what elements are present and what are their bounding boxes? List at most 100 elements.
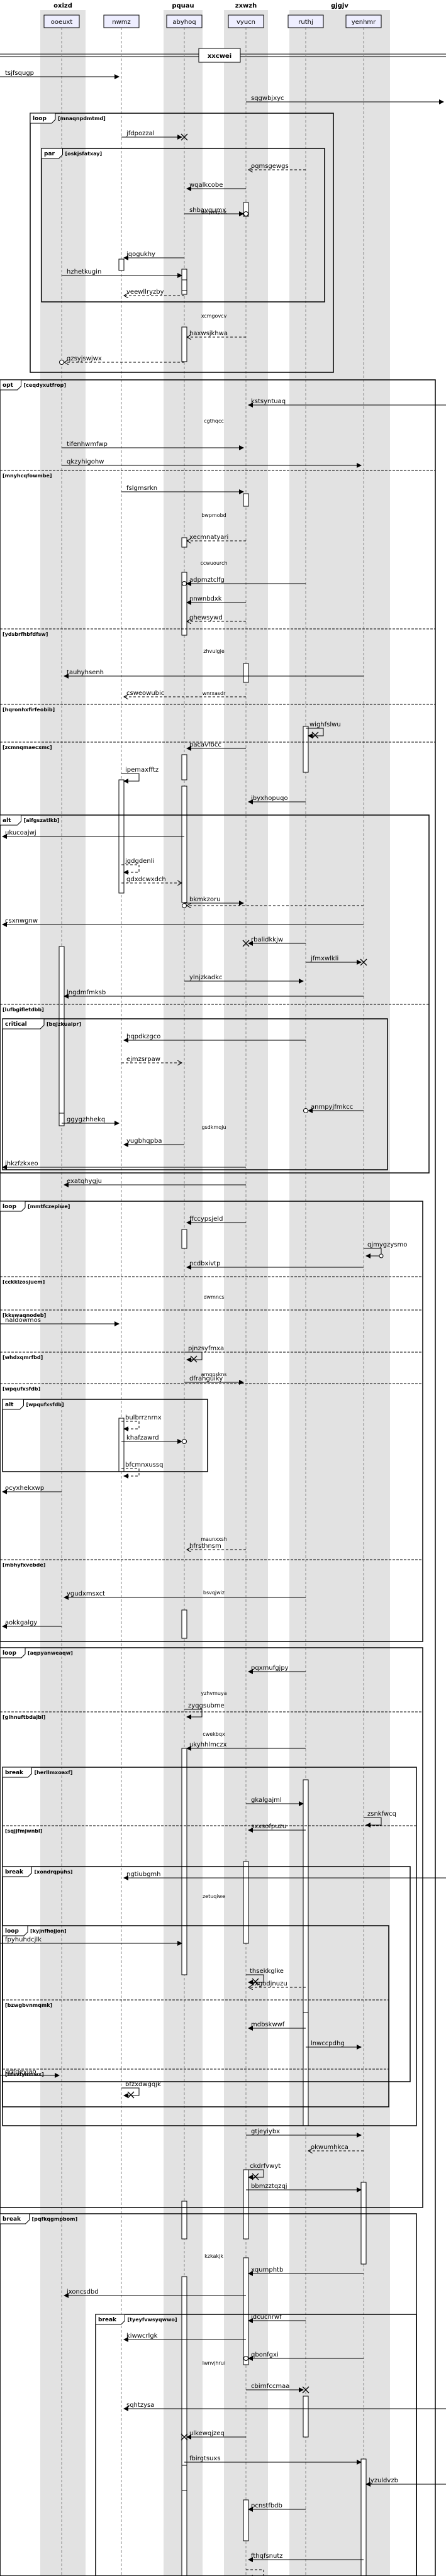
fragment-keyword: break xyxy=(5,1869,24,1875)
title-box xyxy=(198,48,241,63)
message-label: lyzuldvzb xyxy=(369,2477,398,2484)
destroy-mark xyxy=(302,2386,309,2394)
activation-bar xyxy=(243,663,249,683)
message-label: lngdmfmksb xyxy=(67,989,106,996)
fragment-condition: [hfsvfymnwx] xyxy=(5,2072,44,2077)
message-label: qkzyhigohw xyxy=(67,458,104,465)
message-label: pacavfbcc xyxy=(189,741,221,748)
fragment-tab xyxy=(41,148,63,159)
message-label: qjmygzysmo xyxy=(367,1241,407,1248)
fragment-keyword: break xyxy=(3,2216,21,2223)
message-arrow xyxy=(364,1817,382,1828)
delay-label: cwekbqx xyxy=(203,1731,225,1737)
fragment-tab xyxy=(2,1767,32,1778)
fragment-condition: [whdxqmrfbd] xyxy=(3,1355,43,1360)
activation-bar xyxy=(181,2465,187,2491)
message-label: gkalgajml xyxy=(251,1797,282,1804)
fragment-keyword: loop xyxy=(5,1928,19,1935)
participant-box xyxy=(228,14,264,28)
fragment-tab xyxy=(30,113,56,124)
delay-label: wtqwapuk xyxy=(201,209,227,215)
activation-bar xyxy=(59,946,65,1126)
message-arrow xyxy=(121,773,140,784)
fragment-frame xyxy=(0,1201,423,1642)
found-mark xyxy=(243,2356,248,2361)
fragment-tab xyxy=(2,1018,45,1030)
message-label: ipemaxfftz xyxy=(125,767,159,774)
delay-label: xcmgovcv xyxy=(201,313,227,319)
fragment-condition: [sqjjfmjwnbl] xyxy=(5,1828,42,1834)
message-label: ukyhhlmczx xyxy=(189,1741,227,1748)
fragment-condition: [kyjnfhojjon] xyxy=(30,1928,67,1934)
message-label: vgudxmsxct xyxy=(67,1591,105,1597)
message-label: okwumhkca xyxy=(311,2144,348,2151)
delay-label: yzhvmuya xyxy=(201,1690,226,1696)
message-label: ocyxhekxwp xyxy=(5,1485,44,1492)
fragment-keyword: critical xyxy=(5,1021,27,1028)
message-label: haxwsjkhwa xyxy=(189,330,228,337)
activation-bar xyxy=(243,2499,249,2541)
delay-label: maunxxsh xyxy=(201,1536,227,1542)
destroy-mark xyxy=(252,1978,259,1985)
message-label: ejmzsrpaw xyxy=(126,1056,160,1063)
fragment-keyword: opt xyxy=(3,382,14,389)
message-label: fthqfsnutz xyxy=(251,2553,283,2560)
activation-bar xyxy=(181,326,187,362)
fragment-condition: [herllmxoaxf] xyxy=(35,1770,73,1775)
message-label: exatqhygju xyxy=(67,1178,102,1185)
activation-bar xyxy=(59,1113,65,1126)
found-mark xyxy=(243,211,248,216)
message-label: bfcmnxussq xyxy=(125,1462,163,1468)
delay-label: lwnvjhrui xyxy=(203,2360,225,2366)
message-label: xqumphtb xyxy=(251,2267,283,2273)
fragment-keyword: par xyxy=(44,151,55,157)
fragment-condition: [gihnuftbdajbl] xyxy=(3,1714,45,1720)
message-label: qzsyjswjwx xyxy=(67,355,102,362)
message-label: wqalkcobe xyxy=(189,182,223,189)
message-label: tauhyhsenh xyxy=(67,669,104,676)
destroy-mark xyxy=(181,133,188,141)
message-label: cbirnfccmaa xyxy=(251,2383,289,2390)
group-band xyxy=(289,10,390,2576)
group-label: zxwzh xyxy=(235,3,257,9)
title-text: xxcwei xyxy=(208,53,231,60)
message-label: lnwccpdhg xyxy=(311,2040,345,2047)
activation-bar xyxy=(303,726,309,773)
fragment-condition: [bqjzkuaipr] xyxy=(47,1021,81,1027)
message-label: shbaygumx xyxy=(189,207,226,214)
group-label: gjgjv xyxy=(331,3,348,9)
fragment-condition: [mnaqnpdmtmd] xyxy=(58,116,106,121)
activation-bar xyxy=(181,537,187,548)
message-label: jqogukhy xyxy=(126,251,155,258)
message-label: zsnkfwcq xyxy=(367,1811,396,1818)
lifelines xyxy=(61,28,364,2576)
message-label: jfmxwlkli xyxy=(310,955,338,962)
message-label: pjnzsyfmxa xyxy=(188,1345,224,1352)
message-arrow xyxy=(121,1468,140,1479)
destroy-mark xyxy=(127,2091,135,2099)
fragment-frame xyxy=(95,2314,417,2576)
activation-bar xyxy=(360,2458,367,2576)
fragment-tab xyxy=(2,1399,24,1410)
fragment-condition: [cckklzosjuem] xyxy=(3,1279,45,1285)
message-label: ukucoajwj xyxy=(5,830,36,836)
fragment-tab xyxy=(0,1201,26,1212)
message-label: fbirgtsuxs xyxy=(189,2455,221,2462)
message-label: ffccypsjeld xyxy=(189,1216,223,1223)
message-label: oqmsgewgs xyxy=(251,163,289,170)
participant-label: yenhmr xyxy=(352,19,376,26)
activation-bar xyxy=(303,2396,309,2438)
activation-bar xyxy=(243,1861,249,1944)
fragment-tab xyxy=(0,814,21,826)
message-label: bkmkzoru xyxy=(189,896,221,903)
fragment-frame xyxy=(0,1647,423,2208)
activation-bar xyxy=(360,2182,367,2265)
fragment-keyword: loop xyxy=(3,1650,16,1657)
activation-bar xyxy=(243,2169,249,2240)
participant-label: abyhoq xyxy=(172,19,196,26)
fragment-condition: [hqronhxfirfeobib] xyxy=(3,707,55,713)
found-mark xyxy=(182,1439,187,1444)
participant-box xyxy=(166,14,203,28)
fragment-condition: [kkswaqnodeb] xyxy=(3,1313,46,1318)
